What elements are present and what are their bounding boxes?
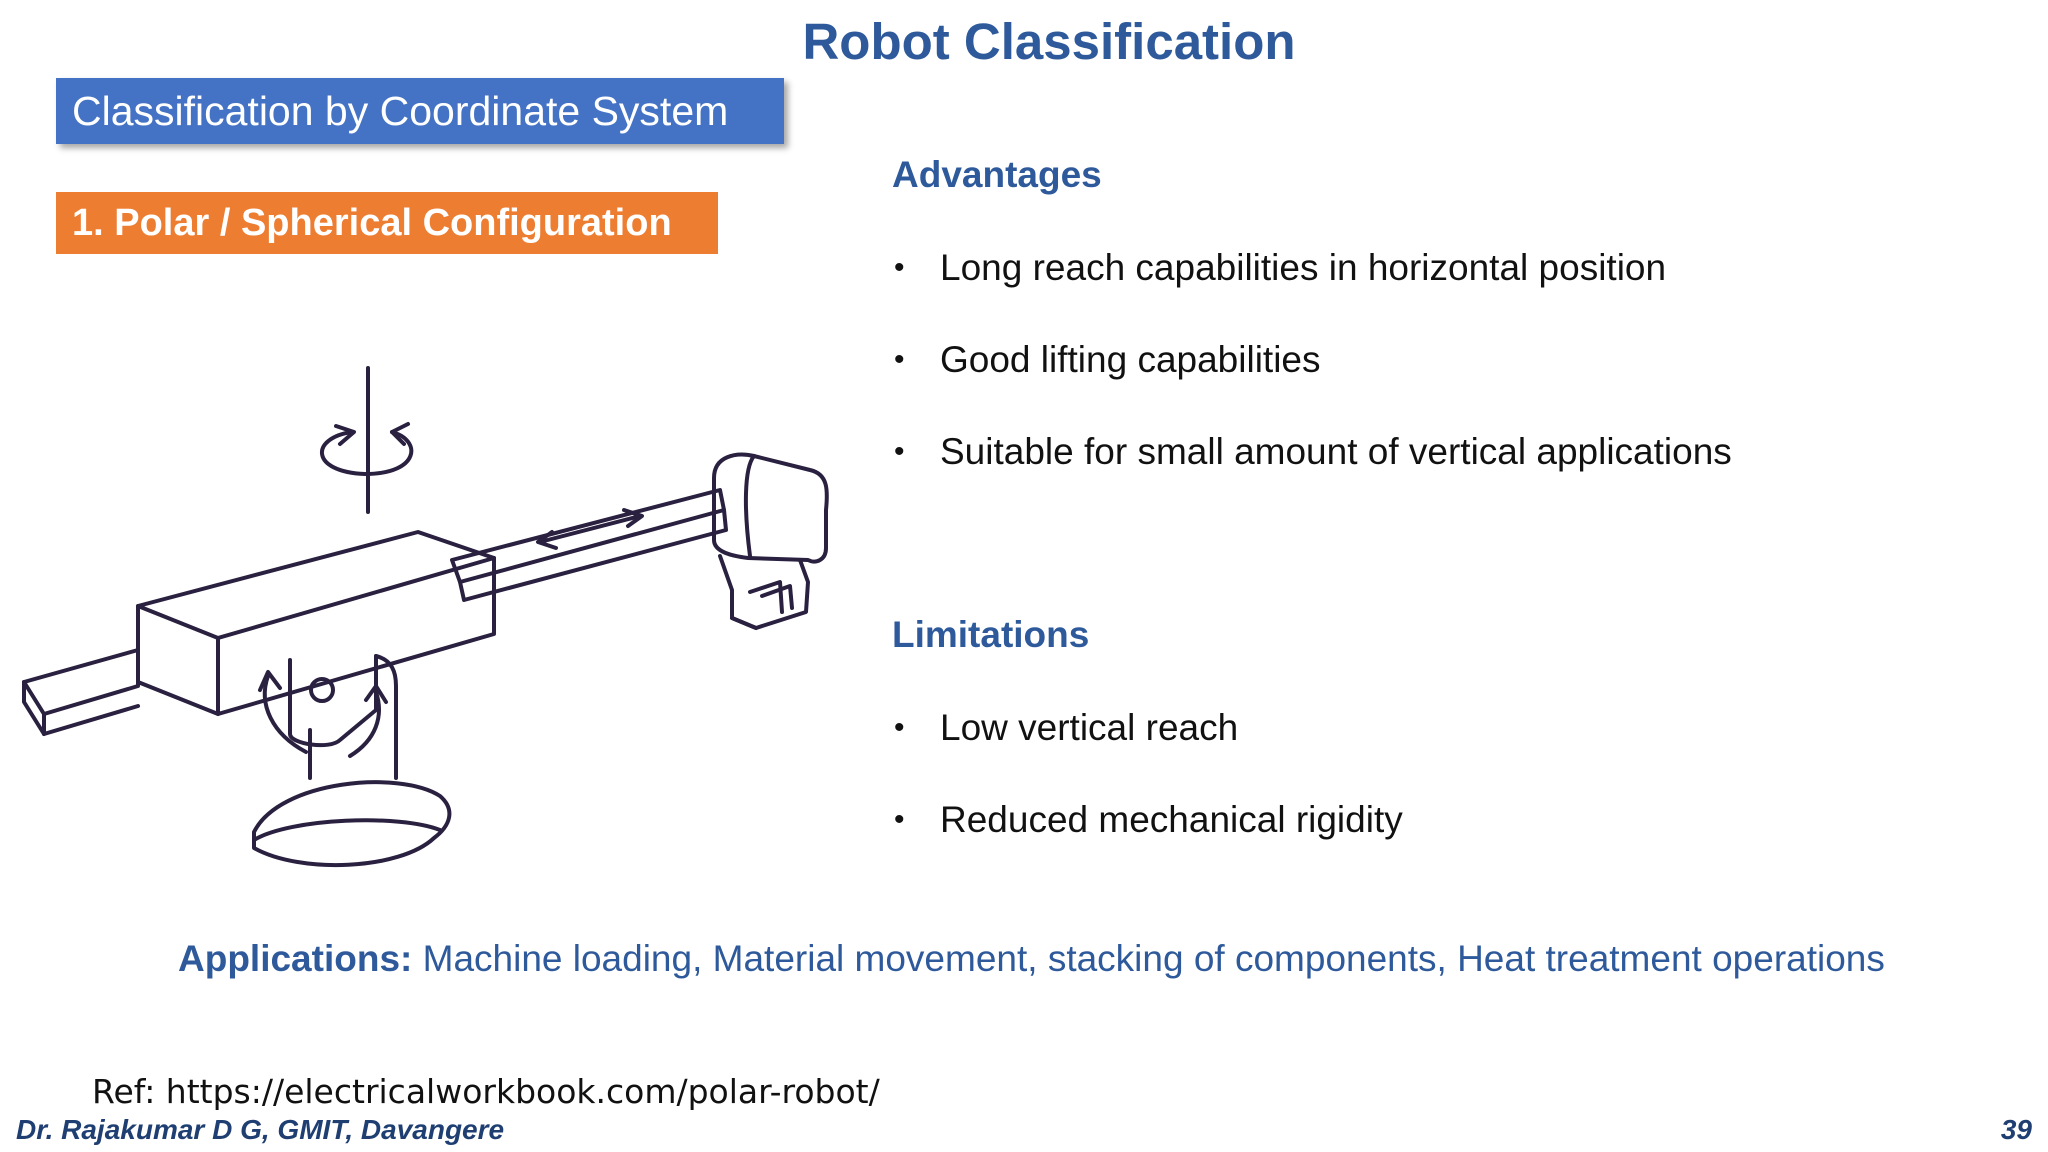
- list-item: • Suitable for small amount of vertical a…: [892, 430, 1732, 522]
- limitations-list: • Low vertical reach • Reduced mechanical …: [892, 706, 1403, 890]
- bullet-icon: •: [894, 711, 905, 744]
- advantage-text: Suitable for small amount of vertical ap…: [940, 431, 1732, 472]
- advantage-text: Good lifting capabilities: [940, 339, 1321, 380]
- configuration-label-box: 1. Polar / Spherical Configuration: [56, 192, 718, 254]
- list-item: • Low vertical reach: [892, 706, 1403, 798]
- limitation-text: Reduced mechanical rigidity: [940, 799, 1403, 840]
- advantage-text: Long reach capabilities in horizontal po…: [940, 247, 1667, 288]
- applications-label: Applications:: [178, 938, 413, 979]
- reference-text: Ref: https://electricalworkbook.com/pola…: [92, 1072, 880, 1111]
- bullet-icon: •: [894, 343, 905, 376]
- bullet-icon: •: [894, 803, 905, 836]
- list-item: • Long reach capabilities in horizontal p…: [892, 246, 1732, 338]
- applications-text: Machine loading, Material movement, stac…: [422, 938, 1885, 979]
- advantages-heading: Advantages: [892, 154, 1102, 195]
- bullet-icon: •: [894, 251, 905, 284]
- polar-robot-illustration: [22, 366, 829, 868]
- list-item: • Reduced mechanical rigidity: [892, 798, 1403, 890]
- footer-author: Dr. Rajakumar D G, GMIT, Davangere: [16, 1114, 505, 1145]
- page-number: 39: [2000, 1114, 2032, 1145]
- list-item: • Good lifting capabilities: [892, 338, 1732, 430]
- slide-title: Robot Classification: [802, 13, 1296, 70]
- bullet-icon: •: [894, 435, 905, 468]
- section-label-box: Classification by Coordinate System: [56, 78, 784, 144]
- advantages-list: • Long reach capabilities in horizontal p…: [892, 246, 1732, 522]
- limitations-heading: Limitations: [892, 614, 1090, 655]
- applications-line: Applications: Machine loading, Material …: [178, 938, 1885, 980]
- limitation-text: Low vertical reach: [940, 707, 1239, 748]
